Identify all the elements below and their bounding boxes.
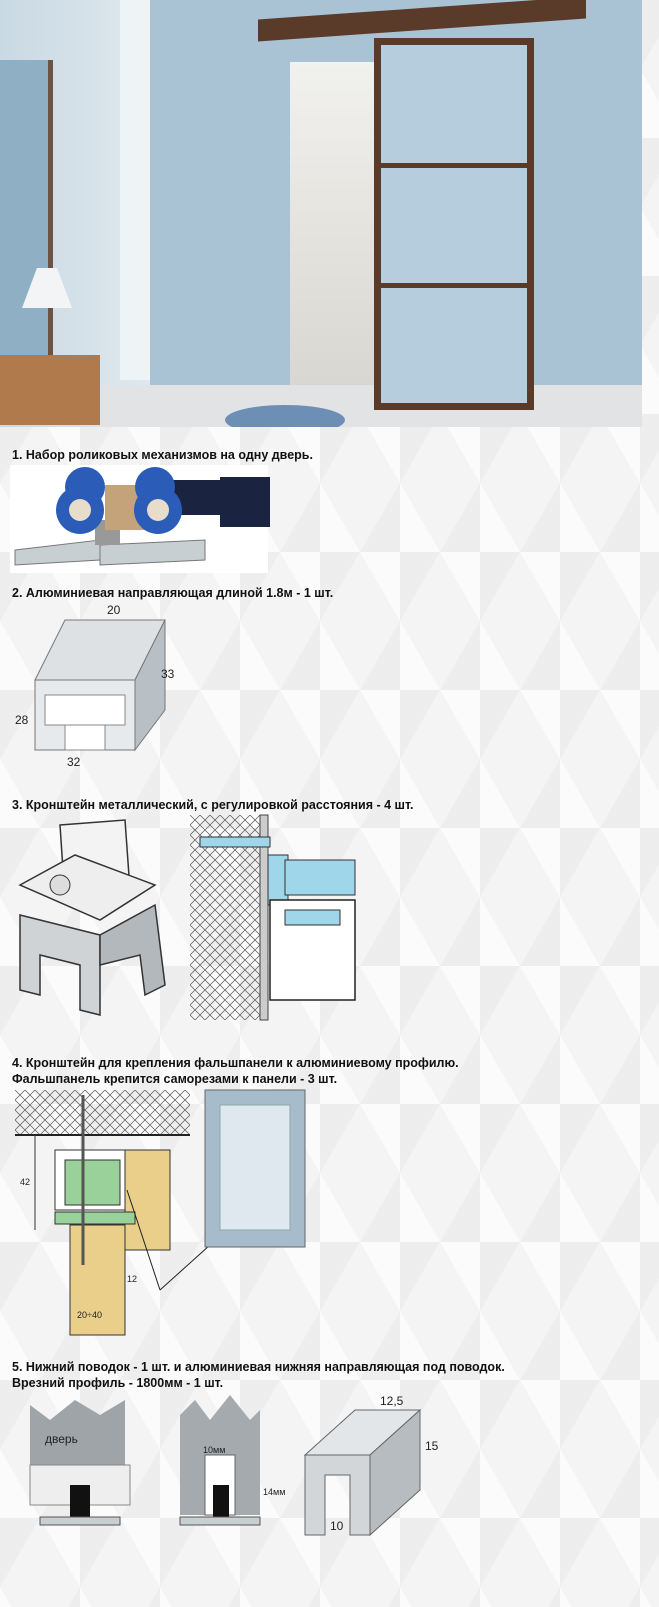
door-crossbar xyxy=(381,163,527,168)
section-2-title: 2. Алюминиевая направляющая длиной 1.8м … xyxy=(12,586,334,600)
door-crossbar xyxy=(381,283,527,288)
sliding-door-photo xyxy=(0,0,642,427)
dim-width-bottom: 32 xyxy=(67,755,81,769)
cut-in-profile-diagram: 12,5 15 10 xyxy=(303,1394,439,1537)
section-4-title-line2: Фальшпанель крепится саморезами к панели… xyxy=(12,1072,338,1086)
bottom-guide-dimensions-diagram: 10мм 14мм xyxy=(179,1395,285,1526)
dim-width-top: 20 xyxy=(107,603,121,617)
section-3-title: 3. Кронштейн металлический, с регулировк… xyxy=(12,798,414,812)
section-4-title-line1: 4. Кронштейн для крепления фальшпанели к… xyxy=(12,1056,459,1070)
dim-15: 15 xyxy=(425,1439,439,1453)
bottom-guide-door-diagram: дверь xyxy=(29,1400,131,1526)
dim-42: 42 xyxy=(20,1177,30,1187)
window xyxy=(120,0,150,380)
section-1-title: 1. Набор роликовых механизмов на одну дв… xyxy=(12,448,313,462)
section-5-title-line1: 5. Нижний поводок - 1 шт. и алюминиевая … xyxy=(12,1360,505,1374)
false-panel-bracket-diagram: 42 12 20÷40 xyxy=(15,1089,306,1336)
door-panel xyxy=(374,38,534,410)
doorway xyxy=(290,62,385,392)
sideboard xyxy=(0,355,100,425)
section-5-title-line2: Врезний профиль - 1800мм - 1 шт. xyxy=(12,1376,224,1390)
door-label: дверь xyxy=(45,1432,78,1446)
dim-12-5: 12,5 xyxy=(380,1394,404,1408)
bracket-installation-diagram xyxy=(190,814,356,1021)
roller-set-image xyxy=(10,465,270,573)
dim-10: 10 xyxy=(330,1519,344,1533)
top-rail xyxy=(258,0,586,42)
dim-12: 12 xyxy=(127,1274,137,1284)
dim-side: 28 xyxy=(15,713,29,727)
floor xyxy=(100,385,642,427)
mirror xyxy=(0,60,53,400)
dim-14mm: 14мм xyxy=(263,1487,285,1497)
dim-height: 33 xyxy=(161,667,175,681)
roller-mechanism-icon xyxy=(14,467,270,566)
metal-bracket-drawing xyxy=(18,819,166,1016)
rail-profile-diagram: 20 33 28 32 xyxy=(15,603,175,769)
dim-20-40: 20÷40 xyxy=(77,1310,102,1320)
dim-10mm: 10мм xyxy=(203,1445,225,1455)
cushion xyxy=(225,405,345,427)
